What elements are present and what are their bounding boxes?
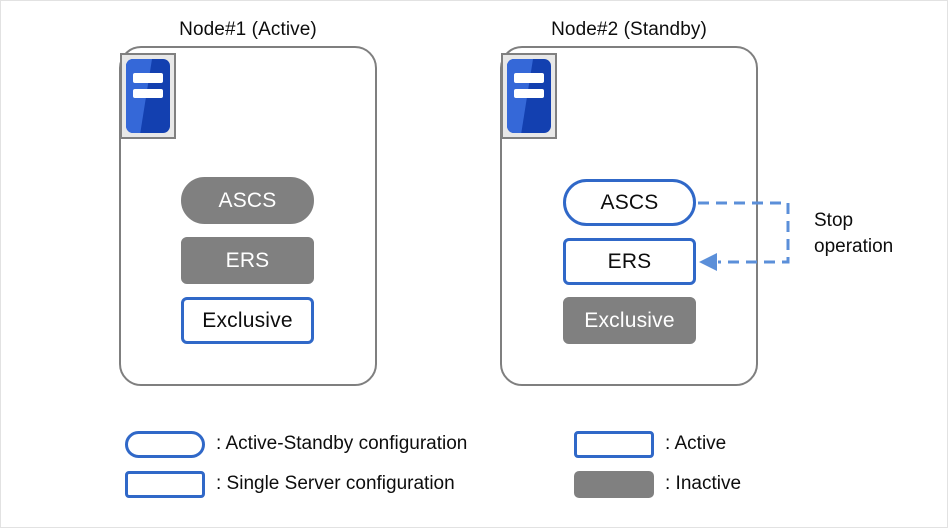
legend-swatch-active xyxy=(574,431,654,458)
service-box-exclusive-node2[interactable]: Exclusive xyxy=(563,297,696,344)
server-icon-bar-bottom xyxy=(133,88,163,99)
service-box-exclusive-node1[interactable]: Exclusive xyxy=(181,297,314,344)
server-icon-body xyxy=(507,59,551,133)
legend-label-inactive: : Inactive xyxy=(665,473,742,494)
annotation-stop-line2: operation xyxy=(814,236,894,257)
server-icon xyxy=(501,53,557,139)
annotation-stop-line1: Stop xyxy=(814,210,854,231)
legend-label-active: : Active xyxy=(665,433,727,454)
service-box-ascs-node2[interactable]: ASCS xyxy=(563,179,696,226)
node-title-1: Node#1 (Active) xyxy=(179,19,317,40)
legend-swatch-active-standby xyxy=(125,431,205,458)
server-icon-bar-top xyxy=(133,73,163,83)
legend-swatch-single-server xyxy=(125,471,205,498)
legend-swatch-inactive xyxy=(574,471,654,498)
server-icon-bar-bottom xyxy=(514,88,544,99)
legend-label-single-server: : Single Server configuration xyxy=(216,473,455,494)
service-box-ers-node1[interactable]: ERS xyxy=(181,237,314,284)
server-icon-body xyxy=(126,59,170,133)
node-title-2: Node#2 (Standby) xyxy=(551,19,707,40)
service-box-ers-node2[interactable]: ERS xyxy=(563,238,696,285)
legend-label-active-standby: : Active-Standby configuration xyxy=(216,433,468,454)
server-icon-bar-top xyxy=(514,73,544,83)
server-icon xyxy=(120,53,176,139)
service-box-ascs-node1[interactable]: ASCS xyxy=(181,177,314,224)
